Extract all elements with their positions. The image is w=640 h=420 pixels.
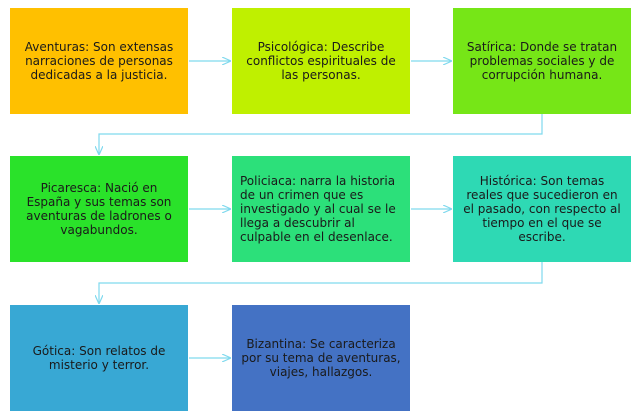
box-policiaca: Policiaca: narra la historia de un crime… bbox=[232, 156, 410, 262]
box-historica-text: Histórica: Son temas reales que sucedier… bbox=[463, 174, 621, 244]
box-aventuras: Aventuras: Son extensas narraciones de p… bbox=[10, 8, 188, 114]
box-psicologica: Psicológica: Describe conflictos espirit… bbox=[232, 8, 410, 114]
box-historica: Histórica: Son temas reales que sucedier… bbox=[453, 156, 631, 262]
box-bizantina: Bizantina: Se caracteriza por su tema de… bbox=[232, 305, 410, 411]
box-psicologica-text: Psicológica: Describe conflictos espirit… bbox=[246, 40, 396, 82]
arrow-b6-b7 bbox=[99, 262, 543, 303]
box-policiaca-text: Policiaca: narra la historia de un crime… bbox=[240, 174, 396, 244]
arrow-b3-b4 bbox=[99, 114, 543, 154]
box-satirica: Satírica: Donde se tratan problemas soci… bbox=[453, 8, 631, 114]
box-gotica-text: Gótica: Son relatos de misterio y terror… bbox=[32, 344, 166, 372]
box-picaresca-text: Picaresca: Nació en España y sus temas s… bbox=[26, 181, 172, 237]
box-gotica: Gótica: Son relatos de misterio y terror… bbox=[10, 305, 188, 411]
box-aventuras-text: Aventuras: Son extensas narraciones de p… bbox=[24, 40, 174, 82]
box-satirica-text: Satírica: Donde se tratan problemas soci… bbox=[466, 40, 618, 82]
box-picaresca: Picaresca: Nació en España y sus temas s… bbox=[10, 156, 188, 262]
box-bizantina-text: Bizantina: Se caracteriza por su tema de… bbox=[241, 337, 401, 379]
